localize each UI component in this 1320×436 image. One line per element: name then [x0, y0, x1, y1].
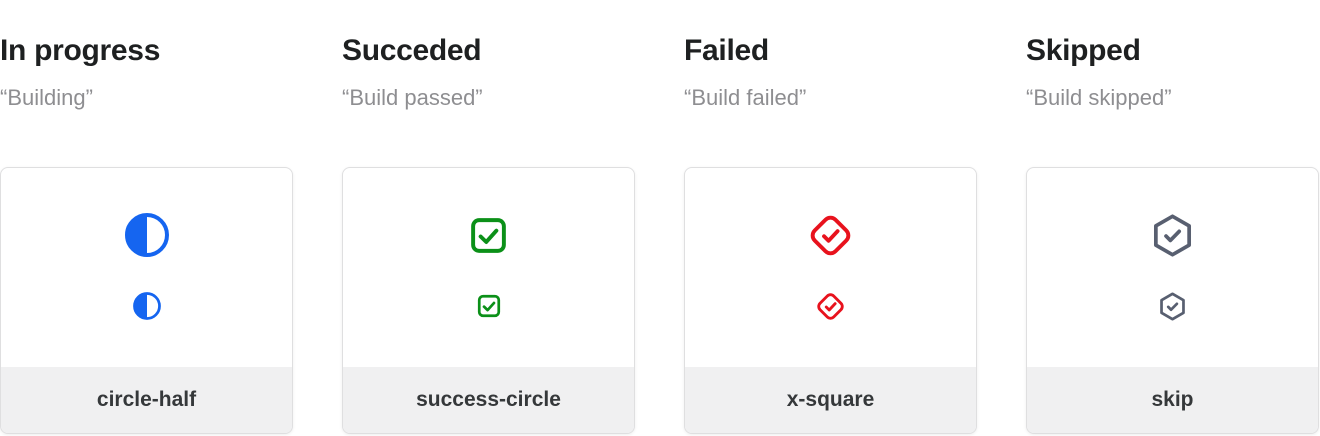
skip-icon: [1149, 212, 1196, 259]
status-subtitle: “Build failed”: [684, 85, 807, 110]
status-subtitle: “Build passed”: [342, 85, 483, 110]
icon-preview-area: [1, 168, 292, 369]
icon-card: success-circle: [342, 167, 635, 434]
status-column-failed: Failed “Build failed”: [684, 0, 977, 436]
icon-card: skip: [1026, 167, 1319, 434]
icon-preview-area: [1027, 168, 1318, 369]
status-subtitle: “Build skipped”: [1026, 85, 1172, 110]
status-column-in-progress: In progress “Building”: [0, 0, 293, 436]
icon-name-label: x-square: [685, 367, 976, 433]
x-square-icon: [815, 291, 846, 322]
circle-half-icon: [132, 291, 162, 321]
status-title: Succeded: [342, 34, 482, 67]
icon-preview-area: [343, 168, 634, 369]
icon-card: circle-half: [0, 167, 293, 434]
icon-name-label: skip: [1027, 367, 1318, 433]
status-title: Skipped: [1026, 34, 1141, 67]
status-column-skipped: Skipped “Build skipped”: [1026, 0, 1319, 436]
icon-preview-area: [685, 168, 976, 369]
check-square-icon: [476, 293, 502, 319]
status-subtitle: “Building”: [0, 85, 93, 110]
check-square-icon: [468, 215, 509, 256]
status-title: Failed: [684, 34, 769, 67]
icon-name-label: success-circle: [343, 367, 634, 433]
icon-name-label: circle-half: [1, 367, 292, 433]
x-square-icon: [807, 212, 854, 259]
status-column-succeded: Succeded “Build passed”: [342, 0, 635, 436]
icon-card: x-square: [684, 167, 977, 434]
status-title: In progress: [0, 34, 161, 67]
skip-icon: [1157, 291, 1188, 322]
circle-half-icon: [123, 211, 171, 259]
